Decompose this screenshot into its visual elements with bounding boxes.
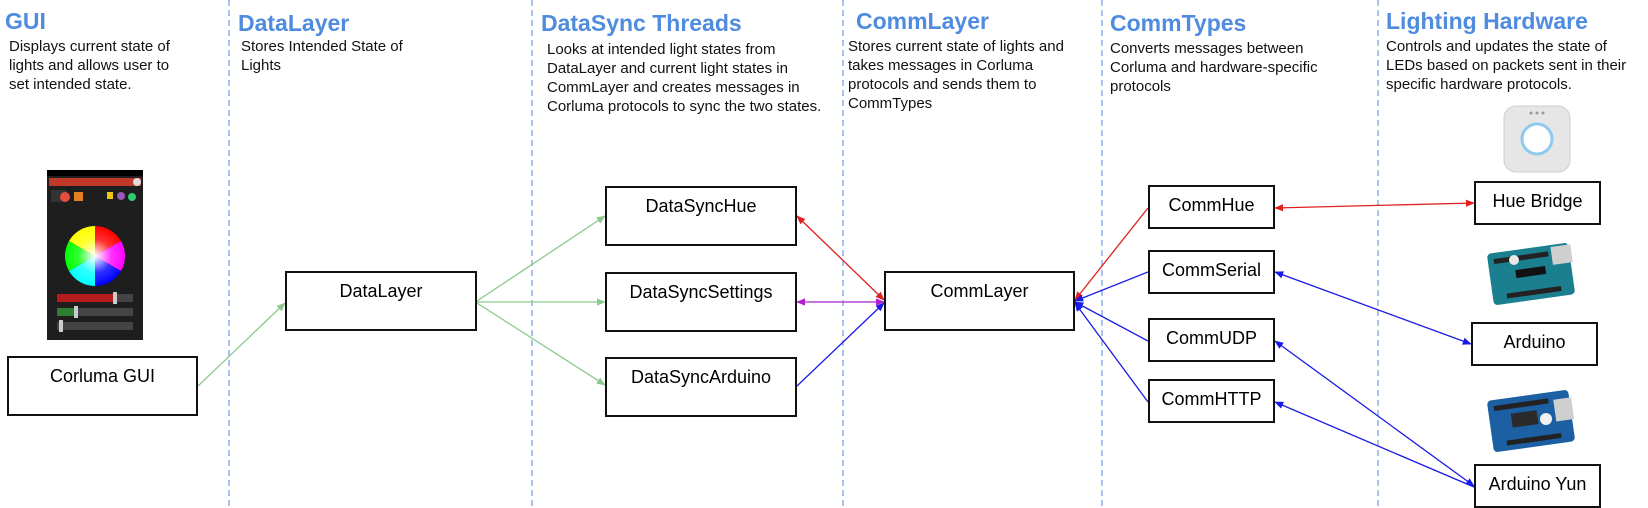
arduino-image <box>1487 243 1575 305</box>
edge-arduinoyun-commudp <box>1274 340 1475 487</box>
datasynchue-node: DataSyncHue <box>605 186 797 246</box>
commudp-node: CommUDP <box>1148 318 1275 362</box>
gui-description: Displays current state of lights and all… <box>9 38 170 93</box>
edge-datalayer-datasyncarduino <box>476 302 606 386</box>
commlayer-node: CommLayer <box>884 271 1075 331</box>
lighting-hardware-description: Controls and updates the state of LEDs b… <box>1386 38 1627 93</box>
phone-app-image <box>47 170 143 340</box>
commlayer-description: Stores current state of lights and takes… <box>848 38 1064 112</box>
divider-5 <box>1377 0 1379 506</box>
datasync-title: DataSync Threads <box>541 10 742 36</box>
edge-huebridge-commhue <box>1274 199 1475 212</box>
commtypes-description: Converts messages between Corluma and ha… <box>1110 40 1318 95</box>
datasyncarduino-node: DataSyncArduino <box>605 357 797 417</box>
datalayer-title: DataLayer <box>238 10 350 36</box>
gui-title: GUI <box>5 8 46 34</box>
datalayer-node: DataLayer <box>285 271 477 331</box>
arduinoyun-node: Arduino Yun <box>1474 464 1601 508</box>
arduino-node: Arduino <box>1471 322 1598 366</box>
huebridge-node: Hue Bridge <box>1474 181 1601 225</box>
divider-1 <box>228 0 230 506</box>
datasyncsettings-node: DataSyncSettings <box>605 272 797 332</box>
commtypes-title: CommTypes <box>1110 10 1247 36</box>
edge-datasyncarduino-commlayer <box>796 302 885 387</box>
edge-datalayer-datasynchue <box>476 215 606 302</box>
edge-arduinoyun-commhttp <box>1274 401 1475 488</box>
arduino-yun-image <box>1487 390 1575 452</box>
datalayer-description: Stores Intended State of Lights <box>241 38 403 74</box>
edge-commudp-commlayer <box>1074 301 1149 342</box>
lighting-hardware-title: Lighting Hardware <box>1386 8 1588 34</box>
edge-commhttp-commlayer <box>1074 302 1149 403</box>
datasync-description: Looks at intended light states from Data… <box>547 41 822 115</box>
commhue-node: CommHue <box>1148 185 1275 229</box>
edge-datasynchue-commlayer <box>796 215 885 301</box>
edge-arduino-commserial <box>1274 271 1472 345</box>
hue-bridge-image <box>1503 105 1571 173</box>
divider-2 <box>531 0 533 506</box>
corluma-gui-node: Corluma GUI <box>7 356 198 416</box>
commserial-node: CommSerial <box>1148 250 1275 294</box>
commhttp-node: CommHTTP <box>1148 379 1275 423</box>
commlayer-title: CommLayer <box>856 8 989 34</box>
edge-commserial-commlayer <box>1074 271 1149 302</box>
edge-gui-datalayer <box>197 302 286 387</box>
divider-4 <box>1101 0 1103 506</box>
edge-commhue-commlayer <box>1074 207 1149 301</box>
